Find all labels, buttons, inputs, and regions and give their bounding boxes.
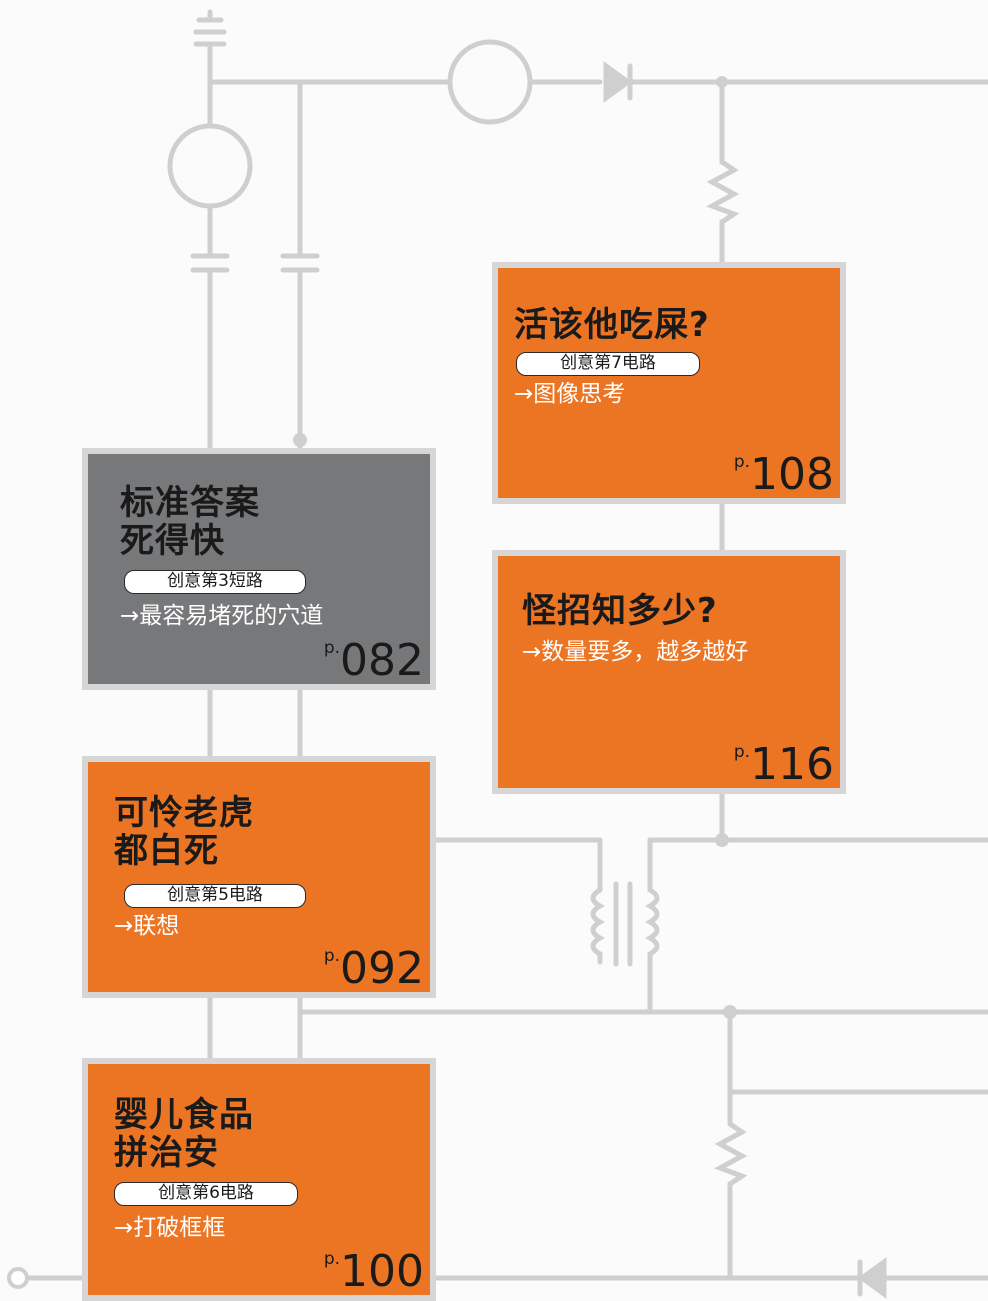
circuit-tag: 创意第7电路 [516, 352, 700, 376]
card-subtitle: →联想 [114, 913, 180, 939]
card-title: 标准答案 死得快 [120, 483, 260, 561]
card-many-ideas[interactable]: 怪招知多少? →数量要多，越多越好 p.116 [492, 550, 846, 794]
page-prefix: p. [323, 638, 341, 658]
page-prefix: p. [733, 452, 751, 472]
card-subtitle: →数量要多，越多越好 [522, 639, 749, 665]
page-num: 092 [340, 943, 424, 994]
page-number: p.092 [324, 944, 424, 994]
page-prefix: p. [323, 946, 341, 966]
page-number: p.108 [734, 450, 834, 500]
card-subtitle: →最容易堵死的穴道 [120, 603, 324, 629]
card-creative-circuit-6[interactable]: 婴儿食品 拼治安 创意第6电路 →打破框框 p.100 [82, 1058, 436, 1301]
page-num: 100 [340, 1246, 424, 1297]
card-subtitle: →图像思考 [514, 381, 626, 407]
page-number: p.100 [324, 1247, 424, 1297]
card-title: 婴儿食品 拼治安 [114, 1095, 254, 1173]
card-title: 活该他吃屎? [514, 305, 710, 345]
page-prefix: p. [733, 742, 751, 762]
page-number: p.082 [324, 636, 424, 686]
card-creative-circuit-5[interactable]: 可怜老虎 都白死 创意第5电路 →联想 p.092 [82, 756, 436, 998]
page-number: p.116 [734, 740, 834, 790]
card-creative-short-circuit-3[interactable]: 标准答案 死得快 创意第3短路 →最容易堵死的穴道 p.082 [82, 448, 436, 690]
circuit-tag: 创意第6电路 [114, 1182, 298, 1206]
card-title: 怪招知多少? [522, 591, 718, 631]
page-num: 108 [750, 449, 834, 500]
circuit-tag: 创意第5电路 [124, 884, 306, 908]
page-num: 116 [750, 739, 834, 790]
card-subtitle: →打破框框 [114, 1215, 226, 1241]
card-title: 可怜老虎 都白死 [114, 793, 254, 871]
card-creative-circuit-7[interactable]: 活该他吃屎? 创意第7电路 →图像思考 p.108 [492, 262, 846, 504]
page-prefix: p. [323, 1249, 341, 1269]
page-num: 082 [340, 635, 424, 686]
circuit-tag: 创意第3短路 [124, 570, 306, 594]
